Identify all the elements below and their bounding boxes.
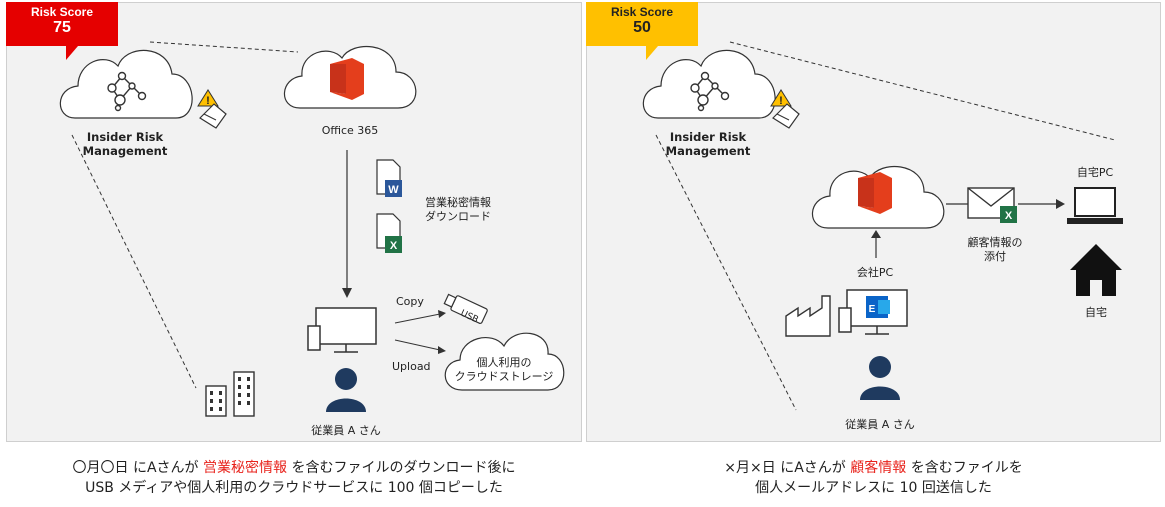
risk-score-title-right: Risk Score (610, 5, 674, 19)
irm-home-link (729, 41, 1116, 141)
irm-label-line2: Management (82, 144, 168, 158)
svg-text:W: W (388, 184, 399, 196)
caption-left-post: を含むファイルのダウンロード後に (287, 460, 516, 476)
home-icon (1070, 244, 1122, 296)
attachment-label-line1: 顧客情報の (967, 236, 1023, 249)
word-file-icon: W (376, 159, 402, 197)
caption-left-line2: USB メディアや個人利用のクラウドサービスに 100 個コピーした (85, 480, 503, 496)
personal-cloud-icon (444, 332, 565, 391)
office-logo-icon (330, 58, 364, 100)
copy-arrow (394, 313, 441, 324)
irm-cloud-icon (59, 49, 193, 119)
caption-right-line2: 個人メールアドレスに 10 回送信した (755, 480, 992, 496)
employee-pc-icon (307, 307, 377, 353)
caption-right-line1: ×月×日 にAさんが 顧客情報 を含むファイルを (586, 458, 1161, 478)
upload-label: Upload (392, 360, 431, 373)
exchange-icon: E (866, 296, 890, 318)
office-label: Office 365 (321, 124, 379, 137)
employee-label: 従業員 A さん (311, 424, 381, 437)
svg-text:!: ! (206, 95, 210, 107)
risk-score-value: 75 (53, 19, 71, 36)
home-pc-label: 自宅PC (1076, 166, 1114, 179)
caption-left: 〇月〇日 にAさんが 営業秘密情報 を含むファイルのダウンロード後に USB メ… (6, 458, 582, 498)
employee-person-icon-right (860, 356, 900, 400)
irm-label-right: Insider Risk Management (653, 130, 763, 158)
caption-right-highlight: 顧客情報 (850, 460, 907, 476)
caption-right-pre: ×月×日 にAさんが (724, 460, 851, 476)
warning-icon: ! (197, 89, 227, 129)
irm-label-line1: Insider Risk (86, 130, 164, 144)
warning-icon-right: ! (770, 89, 800, 129)
email-attachment-icon: X (967, 187, 1017, 223)
irm-office-link (149, 41, 299, 53)
office-cloud-icon-right (811, 165, 945, 229)
irm-label-right-line1: Insider Risk (669, 130, 747, 144)
caption-left-pre: 〇月〇日 にAさんが (72, 460, 204, 476)
building-icon (205, 371, 255, 417)
risk-badge-tail-right (646, 46, 658, 60)
excel-file-icon: X (376, 213, 402, 253)
caption-left-line1: 〇月〇日 にAさんが 営業秘密情報 を含むファイルのダウンロード後に (6, 458, 582, 478)
attachment-label: 顧客情報の 添付 (955, 236, 1035, 264)
risk-score-badge-left: Risk Score 75 (6, 2, 118, 46)
irm-building-link (71, 134, 197, 389)
irm-label: Insider Risk Management (70, 130, 180, 158)
caption-right: ×月×日 にAさんが 顧客情報 を含むファイルを 個人メールアドレスに 10 回… (586, 458, 1161, 498)
factory-icon (785, 295, 831, 337)
irm-label-right-line2: Management (665, 144, 751, 158)
company-pc-label: 会社PC (856, 266, 894, 279)
risk-badge-tail-left (66, 46, 78, 60)
svg-text:X: X (390, 240, 398, 252)
risk-score-badge-right: Risk Score 50 (586, 2, 698, 46)
home-label: 自宅 (1085, 306, 1107, 319)
attachment-label-line2: 添付 (984, 250, 1006, 263)
office-cloud-icon (283, 45, 417, 109)
company-pc-icon: E (838, 289, 908, 335)
download-label: 営業秘密情報 ダウンロード (408, 196, 508, 224)
risk-score-value-right: 50 (633, 19, 651, 36)
cloud-storage-label: 個人利用の クラウドストレージ (454, 356, 554, 384)
risk-score-title: Risk Score (30, 5, 94, 19)
home-laptop-icon (1067, 187, 1123, 224)
usb-icon (443, 293, 488, 324)
caption-right-post: を含むファイルを (906, 460, 1023, 476)
download-label-line1: 営業秘密情報 (425, 196, 491, 209)
svg-text:!: ! (779, 95, 783, 107)
download-label-line2: ダウンロード (425, 210, 491, 223)
irm-person-link (655, 134, 797, 411)
employee-person-icon (326, 368, 366, 412)
cloud-storage-line2: クラウドストレージ (454, 370, 554, 383)
svg-text:E: E (869, 304, 876, 315)
svg-text:X: X (1005, 210, 1013, 222)
employee-label-right: 従業員 A さん (845, 418, 915, 431)
irm-cloud-icon-right (642, 49, 776, 119)
cloud-storage-line1: 個人利用の (476, 356, 532, 369)
copy-label: Copy (396, 295, 424, 308)
upload-arrow (394, 339, 441, 351)
caption-left-highlight: 営業秘密情報 (203, 460, 288, 476)
